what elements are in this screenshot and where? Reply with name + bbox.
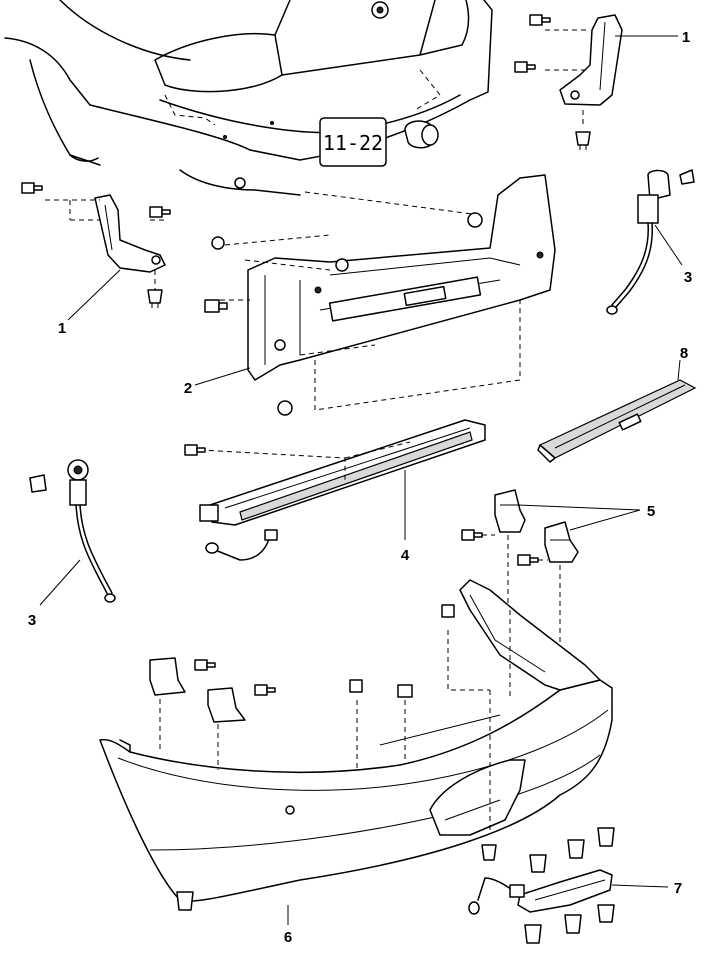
- part-2-reinforcement: [194, 174, 556, 416]
- part-7-wiring-clips: [468, 827, 669, 944]
- license-plate: [319, 117, 387, 167]
- callout-4: 4: [401, 547, 410, 564]
- clip-icon: [481, 844, 497, 861]
- clip-icon: [597, 827, 615, 847]
- part-5-retainers: [461, 489, 641, 650]
- clip-icon: [277, 400, 293, 416]
- clip-icon: [529, 854, 547, 873]
- callout-3-right: 3: [684, 269, 692, 286]
- bolt-icon: [517, 554, 539, 566]
- vehicle-rear-body: 11-22: [4, 0, 493, 196]
- bolt-icon: [194, 659, 216, 671]
- bolt-icon: [441, 604, 455, 618]
- clip-icon: [349, 679, 363, 693]
- clip-icon: [564, 914, 582, 934]
- bolt-icon: [204, 299, 228, 313]
- callout-1-right: 1: [682, 29, 690, 46]
- callout-2: 2: [184, 380, 192, 397]
- callout-5: 5: [647, 503, 655, 520]
- callout-labels: 1 1 2 3 3 4 5 6 7 8: [28, 29, 692, 946]
- part-3-right-wire: [606, 169, 695, 315]
- callout-1-left: 1: [58, 320, 66, 337]
- clip-icon: [575, 131, 591, 150]
- clip-icon: [467, 212, 483, 228]
- license-plate-text: 11-22: [323, 131, 383, 155]
- clip-icon: [147, 289, 163, 308]
- bolt-icon: [529, 14, 551, 26]
- bolt-icon: [21, 182, 43, 194]
- callout-6: 6: [284, 929, 292, 946]
- clip-icon: [397, 684, 413, 698]
- retainer-icon: [207, 687, 246, 723]
- part-1-right-bracket: [514, 14, 678, 150]
- clip-icon: [335, 258, 349, 272]
- callout-3-left: 3: [28, 612, 36, 629]
- clip-icon: [679, 169, 695, 185]
- clip-icon: [176, 891, 194, 911]
- part-1-left-bracket: [21, 182, 171, 321]
- part-8-trim-strip: [537, 359, 697, 463]
- bolt-icon: [514, 61, 536, 73]
- callout-7: 7: [674, 880, 682, 897]
- bolt-icon: [254, 684, 276, 696]
- clip-icon: [211, 236, 225, 250]
- bolt-icon: [149, 206, 171, 218]
- clip-icon: [524, 924, 542, 944]
- part-3-left-wire: [29, 459, 116, 606]
- part-6-bumper-cover: [99, 579, 613, 925]
- clip-icon: [567, 839, 585, 859]
- bolt-icon: [461, 529, 483, 541]
- bolt-icon: [184, 444, 206, 456]
- retainer-icon: [149, 657, 186, 696]
- clip-icon: [29, 474, 47, 493]
- part-4-absorber-rail: [184, 419, 486, 561]
- callout-8: 8: [680, 345, 688, 362]
- clip-icon: [597, 904, 615, 923]
